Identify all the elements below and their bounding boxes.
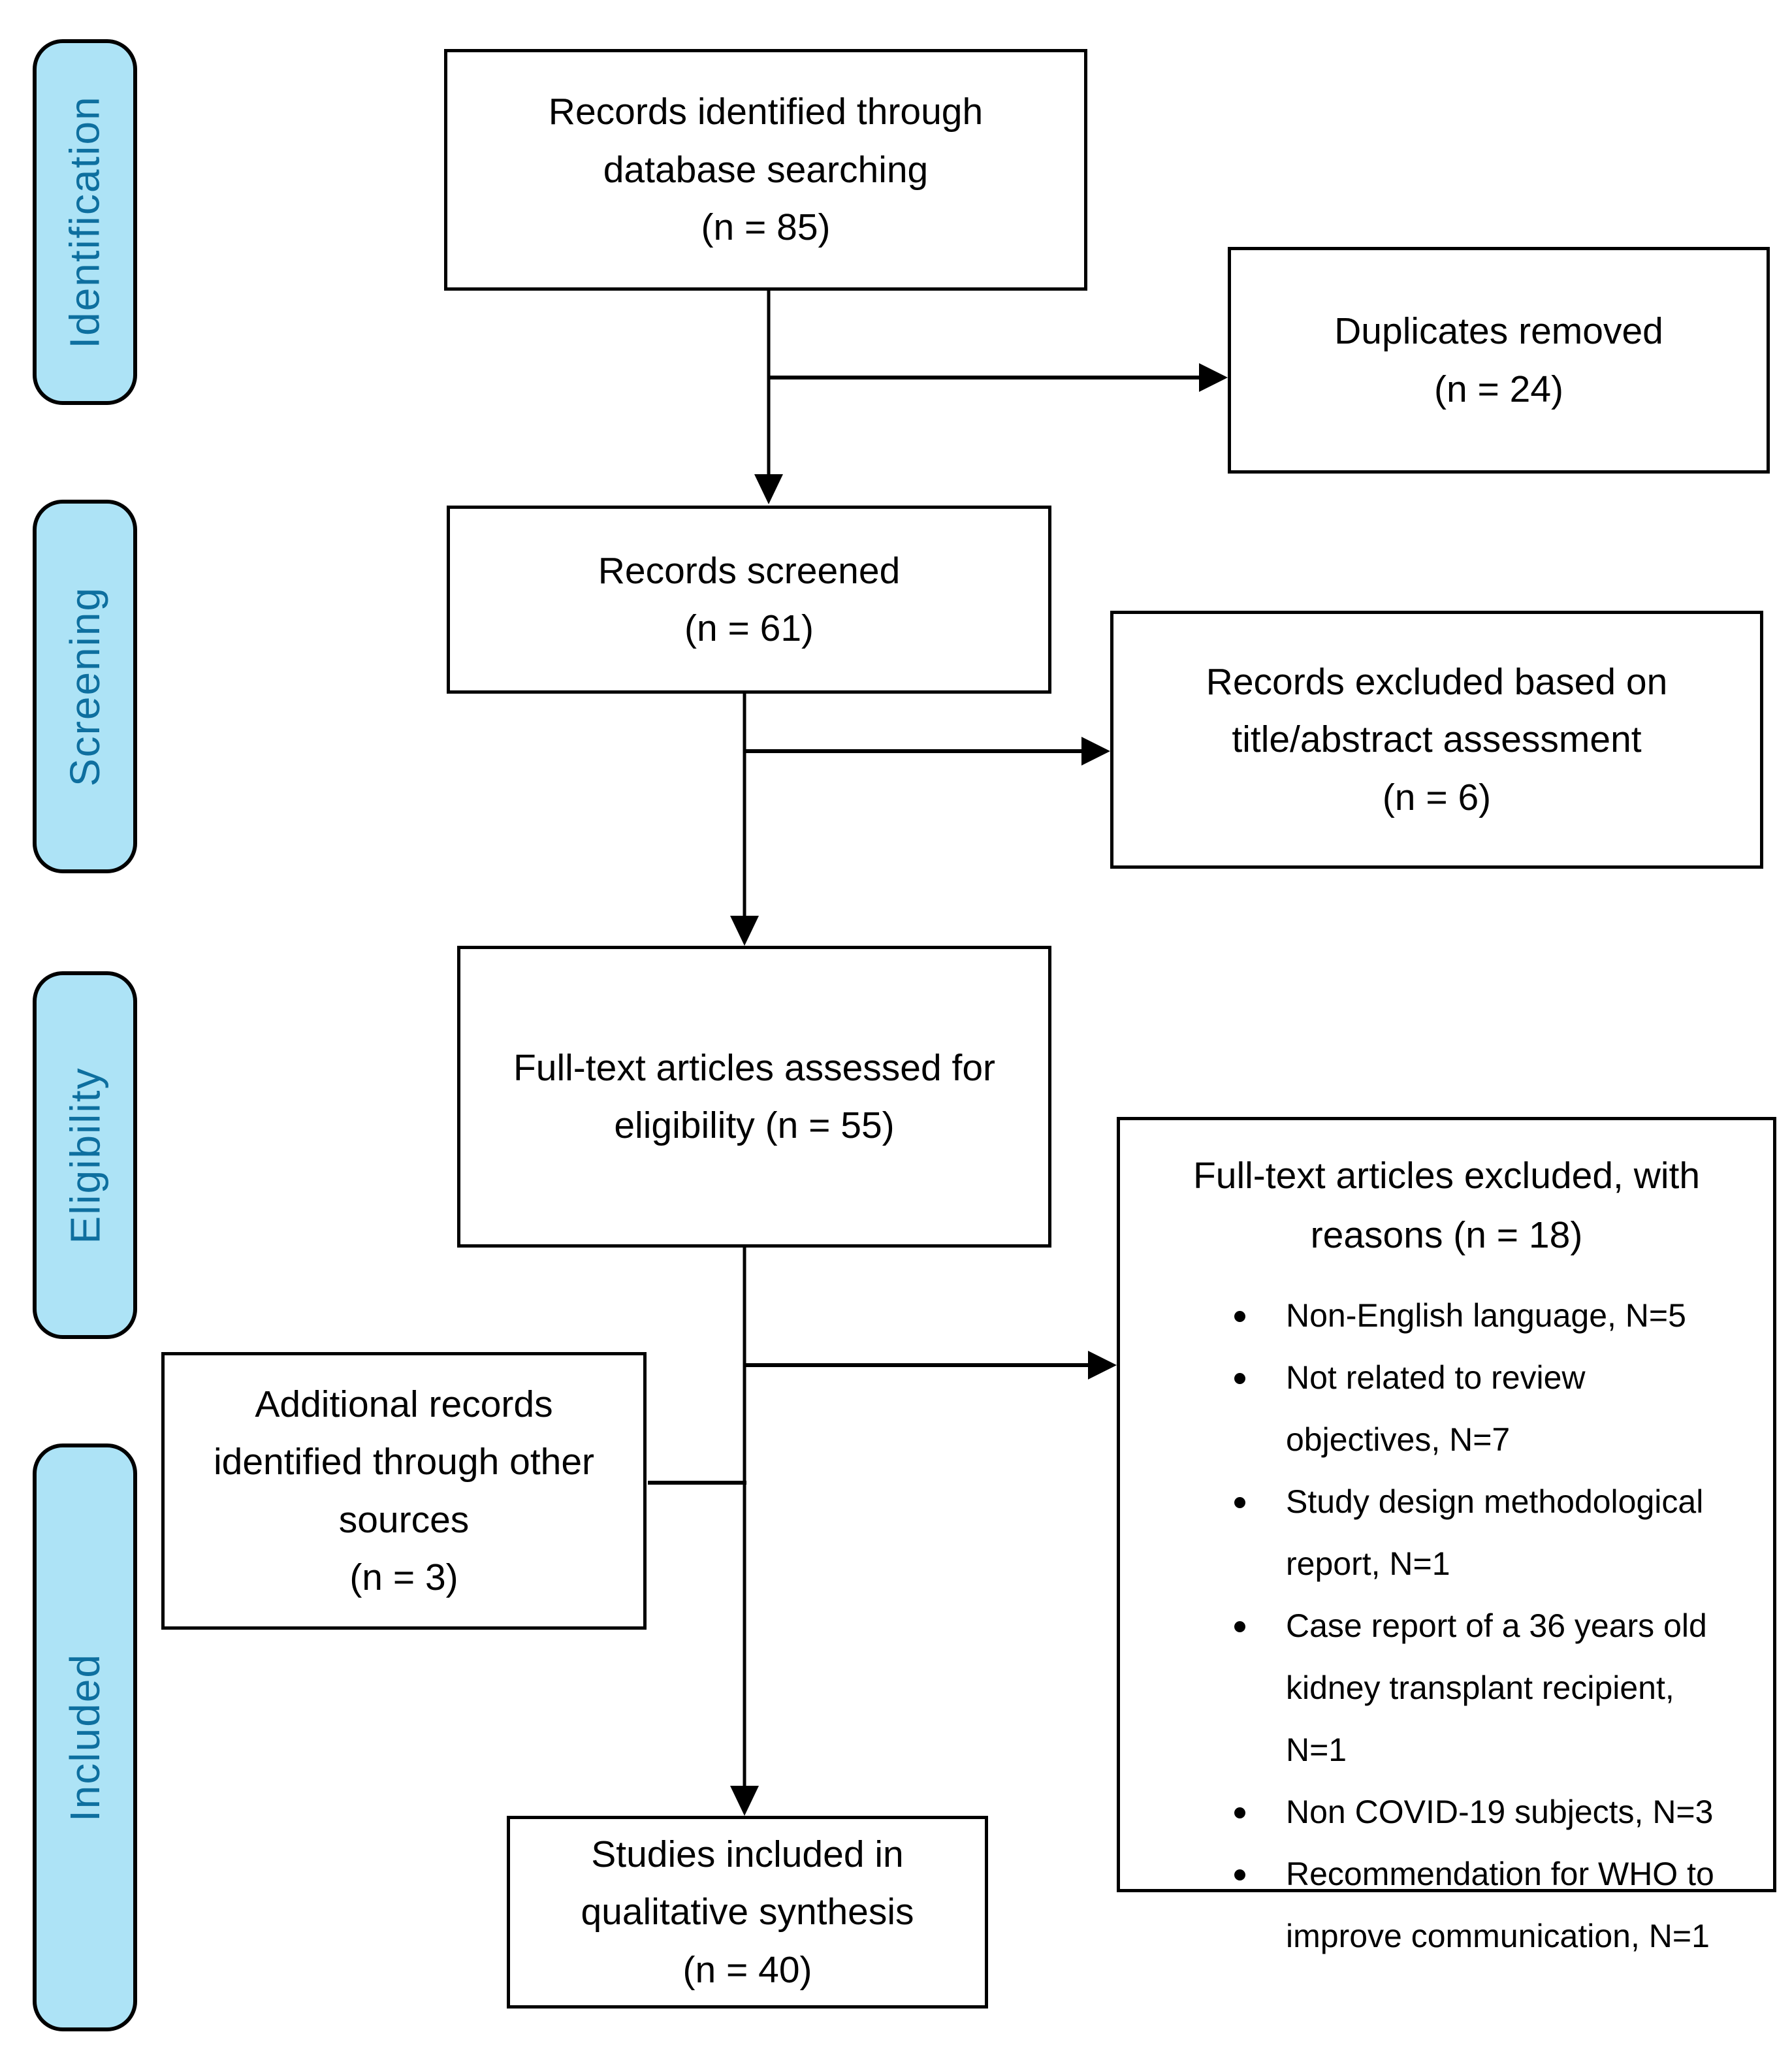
reason-item: Non COVID-19 subjects, N=3 xyxy=(1234,1781,1721,1843)
box-fulltext-assessed: Full-text articles assessed for eligibil… xyxy=(457,946,1051,1248)
arrowhead-down-icon xyxy=(754,474,783,504)
box-text: Records screened (n = 61) xyxy=(598,549,901,649)
box-records-identified: Records identified through database sear… xyxy=(444,49,1087,291)
box-text: Full-text articles assessed for eligibil… xyxy=(513,1046,996,1146)
box-records-screened: Records screened (n = 61) xyxy=(447,506,1051,694)
box-records-excluded: Records excluded based on title/abstract… xyxy=(1110,611,1763,869)
stage-label-text: Screening xyxy=(61,586,108,787)
bullet-icon xyxy=(1234,1373,1245,1385)
reason-item: Case report of a 36 years old kidney tra… xyxy=(1234,1595,1721,1781)
stage-label-text: Eligibility xyxy=(61,1067,108,1244)
bullet-icon xyxy=(1234,1621,1245,1633)
reason-text: Non-English language, N=5 xyxy=(1286,1297,1686,1334)
bullet-icon xyxy=(1234,1497,1245,1509)
bullet-icon xyxy=(1234,1869,1245,1881)
box-additional-records: Additional records identified through ot… xyxy=(161,1352,647,1630)
arrowhead-down-icon xyxy=(730,1786,759,1816)
arrowhead-right-icon xyxy=(1088,1351,1117,1379)
stage-label-text: Included xyxy=(61,1653,108,1822)
reason-item: Non-English language, N=5 xyxy=(1234,1285,1721,1347)
box-text: Records excluded based on title/abstract… xyxy=(1206,660,1668,818)
box-fulltext-excluded-reasons: Full-text articles excluded, with reason… xyxy=(1117,1117,1776,1954)
reason-item: Not related to review objectives, N=7 xyxy=(1234,1347,1721,1471)
reason-text: Recommendation for WHO to improve commun… xyxy=(1286,1856,1714,1955)
stage-label-screening: Screening xyxy=(33,500,137,873)
stage-label-included: Included xyxy=(33,1444,137,2031)
reason-item: Study design methodological report, N=1 xyxy=(1234,1471,1721,1595)
box-text: Studies included in qualitative synthesi… xyxy=(581,1833,914,1991)
reasons-list: Non-English language, N=5 Not related to… xyxy=(1120,1285,1734,1967)
reason-text: Study design methodological report, N=1 xyxy=(1286,1483,1704,1583)
arrowhead-down-icon xyxy=(730,916,759,946)
reason-text: Case report of a 36 years old kidney tra… xyxy=(1286,1607,1707,1769)
box-studies-included: Studies included in qualitative synthesi… xyxy=(507,1816,988,2009)
box-duplicates-removed: Duplicates removed (n = 24) xyxy=(1228,247,1770,474)
bullet-icon xyxy=(1234,1807,1245,1819)
bullet-icon xyxy=(1234,1311,1245,1323)
stage-label-identification: Identification xyxy=(33,39,137,405)
box-text: Additional records identified through ot… xyxy=(213,1383,595,1598)
reason-text: Non COVID-19 subjects, N=3 xyxy=(1286,1794,1714,1831)
reason-text: Not related to review objectives, N=7 xyxy=(1286,1359,1586,1459)
reason-item: Recommendation for WHO to improve commun… xyxy=(1234,1843,1721,1967)
reasons-header: Full-text articles excluded, with reason… xyxy=(1192,1155,1701,1257)
arrowhead-right-icon xyxy=(1199,363,1228,392)
box-text: Duplicates removed (n = 24) xyxy=(1334,310,1663,410)
arrowhead-right-icon xyxy=(1081,737,1110,766)
box-text: Records identified through database sear… xyxy=(548,91,984,249)
stage-label-text: Identification xyxy=(61,95,108,349)
stage-label-eligibility: Eligibility xyxy=(33,971,137,1339)
